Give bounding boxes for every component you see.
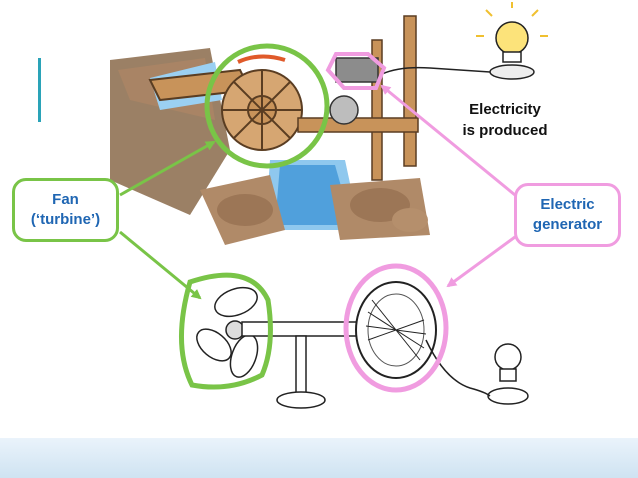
generator-to-top-arrow: [380, 84, 516, 197]
wire-drum-highlight: [343, 263, 449, 393]
footer-band: [0, 438, 638, 478]
generator-label-line2: generator: [532, 216, 603, 233]
wire-drum-icon: [355, 281, 437, 379]
electricity-produced-label: Electricity is produced: [452, 99, 558, 141]
electric-generator-label: Electric generator: [514, 183, 621, 247]
light-bulb-top-icon: [381, 2, 548, 80]
fan-label-line1: Fan: [52, 191, 79, 208]
generator-highlight: [325, 52, 387, 90]
fan-to-wheel-arrow: [119, 140, 216, 197]
light-bulb-bottom-icon: [425, 339, 529, 405]
stand: [276, 335, 326, 409]
water-wheel-scene: [110, 15, 430, 245]
electricity-line1: Electricity: [469, 101, 541, 118]
shaft: [241, 321, 358, 337]
propeller-icon: [196, 286, 259, 378]
fan-to-propeller-arrow: [119, 230, 202, 300]
generator-label-line1: Electric: [540, 196, 595, 213]
accent-bar: [38, 58, 41, 122]
propeller-highlight: [178, 272, 273, 390]
generator-to-drum-arrow: [446, 235, 516, 288]
fan-label-line2: (‘turbine’): [30, 211, 101, 228]
electricity-line2: is produced: [462, 122, 548, 139]
water-wheel-highlight: [204, 43, 330, 169]
fan-turbine-label: Fan (‘turbine’): [12, 178, 119, 242]
